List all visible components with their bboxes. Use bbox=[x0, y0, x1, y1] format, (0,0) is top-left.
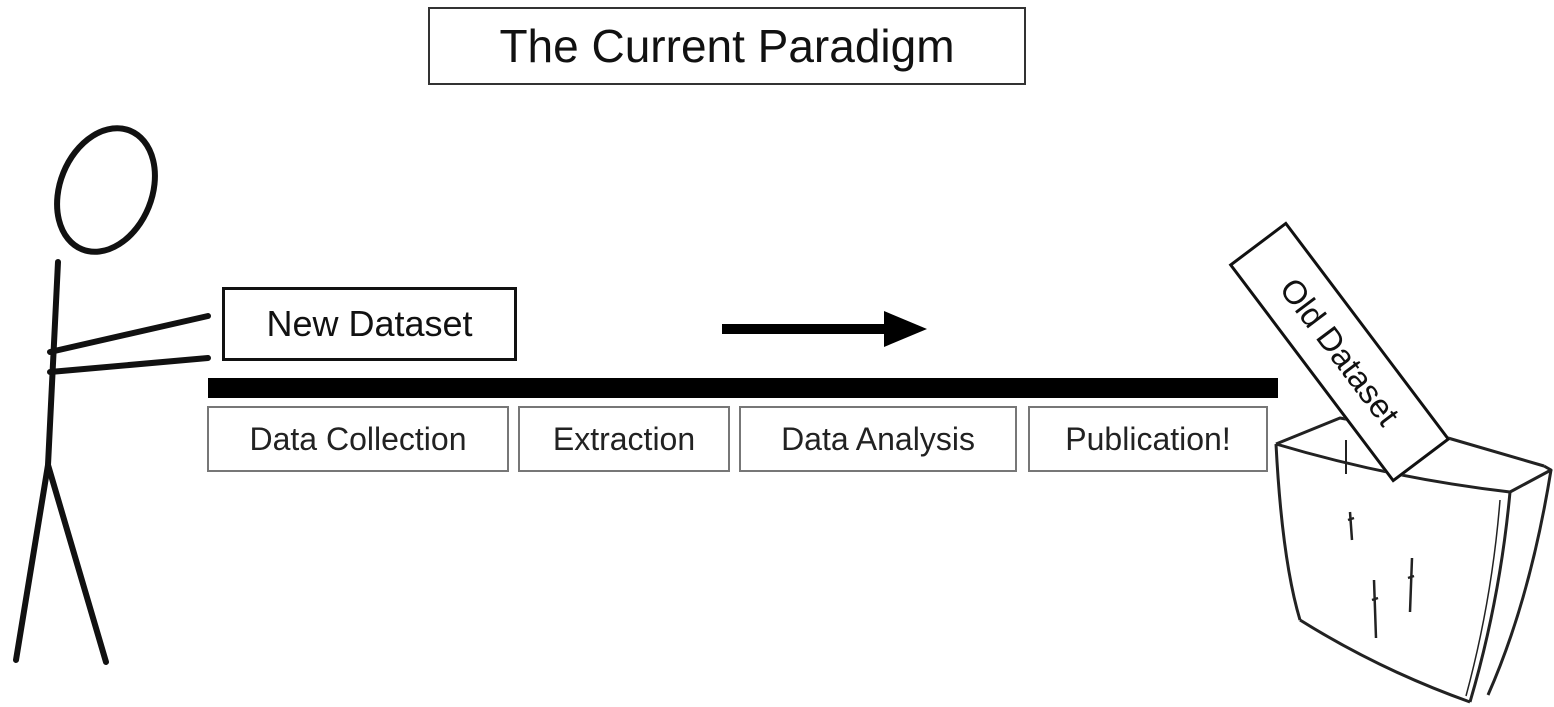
figure-leg-left bbox=[13, 462, 51, 663]
figure-body bbox=[45, 259, 61, 468]
stage-extraction: Extraction bbox=[518, 406, 730, 472]
stage-data-analysis: Data Analysis bbox=[739, 406, 1017, 472]
figure-head bbox=[54, 125, 158, 255]
new-dataset-card: New Dataset bbox=[222, 287, 517, 361]
bin-back-right bbox=[1486, 469, 1553, 696]
page-title: The Current Paradigm bbox=[428, 7, 1026, 85]
bin-bottom bbox=[1299, 618, 1471, 704]
bin-right-rim bbox=[1509, 464, 1553, 494]
figure-leg-right bbox=[45, 462, 109, 665]
bin-mark bbox=[1371, 579, 1379, 639]
bin-mark bbox=[1407, 557, 1415, 613]
process-bar bbox=[208, 378, 1278, 398]
bin-front-right bbox=[1468, 491, 1512, 703]
bin-left-side bbox=[1274, 443, 1302, 621]
bin-inner-edge bbox=[1465, 499, 1501, 697]
stick-figure-icon bbox=[13, 125, 211, 665]
bin-mark bbox=[1347, 511, 1355, 541]
figure-arm-lower bbox=[47, 355, 211, 375]
figure-arm-upper bbox=[47, 313, 211, 355]
stage-publication: Publication! bbox=[1028, 406, 1268, 472]
arrow-right-icon bbox=[722, 311, 927, 347]
stage-data-collection: Data Collection bbox=[207, 406, 509, 472]
